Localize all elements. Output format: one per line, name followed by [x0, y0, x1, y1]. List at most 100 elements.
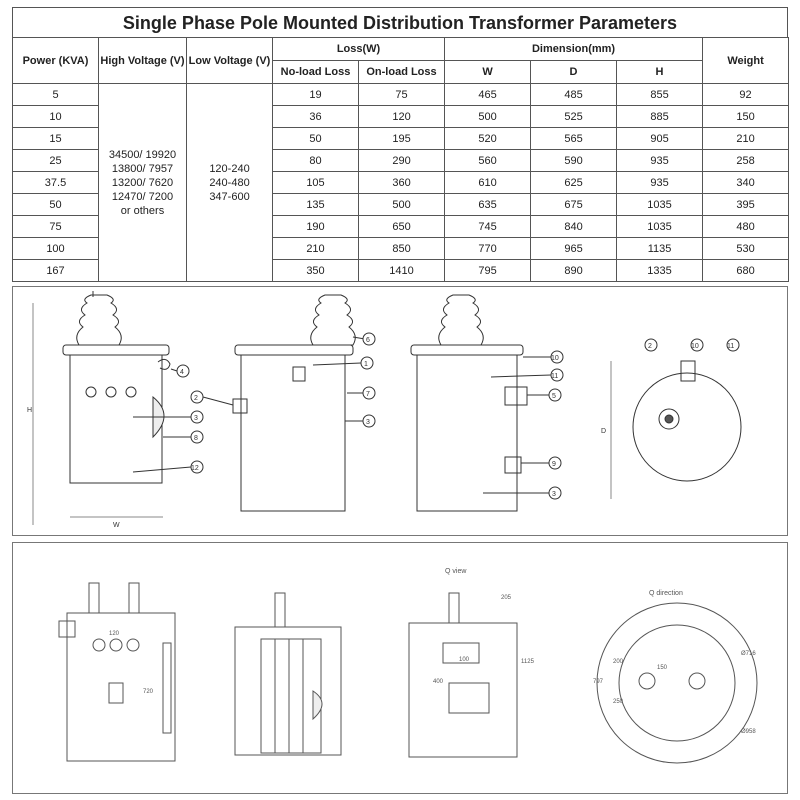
header-on-load: On-load Loss: [357, 60, 446, 84]
cell-power: 167: [12, 259, 99, 282]
cell-d: 525: [530, 105, 618, 128]
header-h: H: [616, 60, 704, 84]
transformer-drawings-panel: H W 4 6 1 7 3: [12, 286, 788, 536]
dim-250: 250: [613, 699, 624, 705]
cell-on-load: 1410: [357, 259, 446, 282]
header-dimension: Dimension(mm): [444, 37, 704, 61]
cell-d: 625: [530, 171, 618, 194]
cell-h: 905: [616, 127, 704, 150]
cell-power: 75: [12, 215, 99, 238]
cell-weight: 480: [702, 215, 790, 238]
cell-power: 10: [12, 105, 99, 128]
cell-h: 855: [616, 83, 704, 106]
page-title: Single Phase Pole Mounted Distribution T…: [12, 7, 788, 37]
header-power: Power (KVA): [12, 37, 99, 84]
callout-3b-label: 3: [194, 415, 198, 422]
high-voltage-line: or others: [120, 204, 165, 217]
cell-h: 1035: [616, 215, 704, 238]
cell-h: 1335: [616, 259, 704, 282]
cell-w: 610: [444, 171, 532, 194]
q-direction-label: Q direction: [649, 590, 683, 597]
callout-12-label: 12: [191, 465, 199, 472]
dim-200: 200: [613, 659, 624, 665]
dimension-drawings-panel: 120 720 Q view 100 1125 400 205 Q direct…: [12, 542, 788, 794]
cell-power: 37.5: [12, 171, 99, 194]
callout-1-label: 1: [364, 361, 368, 368]
side-view: 6 1 7 3 2 3 8 12: [132, 294, 376, 512]
cell-weight: 92: [702, 83, 790, 106]
callout-3c-label: 3: [552, 491, 556, 498]
cell-on-load: 360: [357, 171, 446, 194]
dim-h-label: H: [27, 407, 32, 414]
callout-8-label: 8: [194, 435, 198, 442]
cell-weight: 340: [702, 171, 790, 194]
cell-weight: 680: [702, 259, 790, 282]
cell-d: 890: [530, 259, 618, 282]
header-d: D: [530, 60, 618, 84]
callout-2-label: 2: [194, 395, 198, 402]
cell-power: 15: [12, 127, 99, 150]
back-view: 10 11 5 9 3: [410, 294, 564, 512]
cell-h: 935: [616, 171, 704, 194]
header-low-voltage: Low Voltage (V): [186, 37, 273, 84]
callout-5-label: 5: [552, 393, 556, 400]
back-dim-view: Q view 100 1125 400 205: [408, 568, 535, 758]
cell-w: 560: [444, 149, 532, 172]
cell-w: 520: [444, 127, 532, 150]
callout-7-label: 7: [366, 391, 370, 398]
high-voltage-line: 13200/ 7620: [111, 176, 174, 189]
cell-no-load: 210: [272, 237, 359, 260]
cell-no-load: 50: [272, 127, 359, 150]
dim-100: 100: [459, 657, 470, 663]
cell-d: 965: [530, 237, 618, 260]
cell-h: 885: [616, 105, 704, 128]
cell-no-load: 105: [272, 171, 359, 194]
cell-power: 50: [12, 193, 99, 216]
front-dim-view: 120 720: [58, 582, 176, 762]
cell-w: 500: [444, 105, 532, 128]
high-voltage-line: 34500/ 19920: [108, 148, 177, 161]
q-view-label: Q view: [445, 568, 467, 575]
cell-h: 1135: [616, 237, 704, 260]
cell-on-load: 850: [357, 237, 446, 260]
dimension-drawings: 120 720 Q view 100 1125 400 205 Q direct…: [58, 568, 758, 764]
dim-205: 205: [501, 595, 512, 601]
cell-h: 935: [616, 149, 704, 172]
cell-no-load: 350: [272, 259, 359, 282]
cell-h: 1035: [616, 193, 704, 216]
header-weight: Weight: [702, 37, 790, 84]
cell-power: 100: [12, 237, 99, 260]
callout-10-label: 10: [551, 355, 559, 362]
top-view: D 2 10 11: [601, 338, 742, 499]
cell-power: 25: [12, 149, 99, 172]
cell-weight: 150: [702, 105, 790, 128]
cell-w: 635: [444, 193, 532, 216]
callout-11-label: 11: [551, 373, 558, 380]
cell-d: 840: [530, 215, 618, 238]
header-no-load: No-load Loss: [272, 60, 359, 84]
dim-716: Ø716: [741, 651, 756, 657]
dim-1125: 1125: [521, 659, 535, 665]
cell-weight: 258: [702, 149, 790, 172]
header-high-voltage: High Voltage (V): [98, 37, 187, 84]
header-w: W: [444, 60, 532, 84]
cell-d: 675: [530, 193, 618, 216]
cell-w: 770: [444, 237, 532, 260]
dim-w-label: W: [113, 522, 120, 529]
dim-797: 797: [593, 679, 604, 685]
low-voltage-line: 120-240: [209, 162, 250, 175]
callout-10b-label: 10: [691, 343, 699, 350]
callout-6-label: 6: [366, 337, 370, 344]
cell-no-load: 135: [272, 193, 359, 216]
transformer-drawings: H W 4 6 1 7 3: [27, 291, 742, 529]
callout-3-label: 3: [366, 419, 370, 426]
cell-weight: 210: [702, 127, 790, 150]
